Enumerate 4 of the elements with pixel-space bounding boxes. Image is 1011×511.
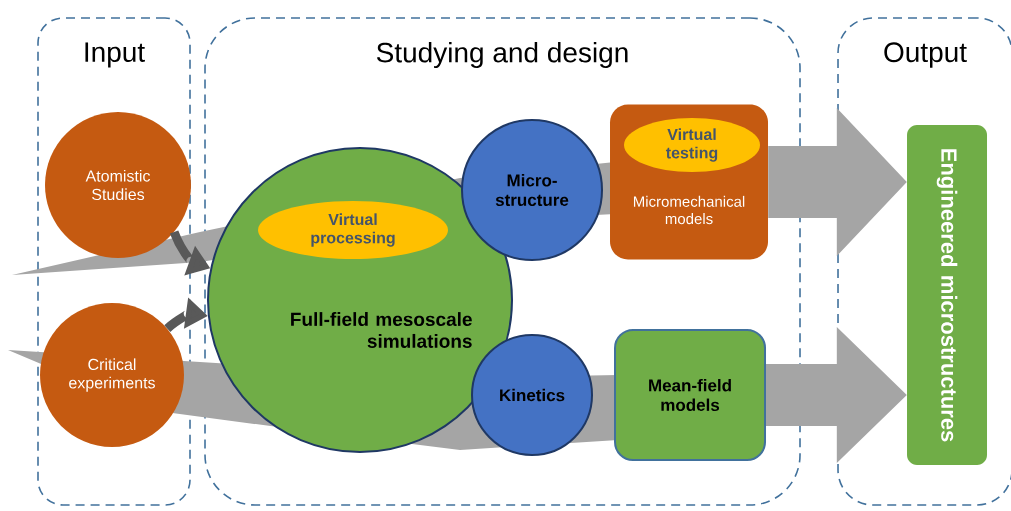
thick-arrow [768, 108, 907, 256]
output-bar: Engineered microstructures [907, 125, 987, 465]
thick-arrow [766, 327, 907, 463]
rounded-box: Mean-field models [614, 329, 766, 461]
